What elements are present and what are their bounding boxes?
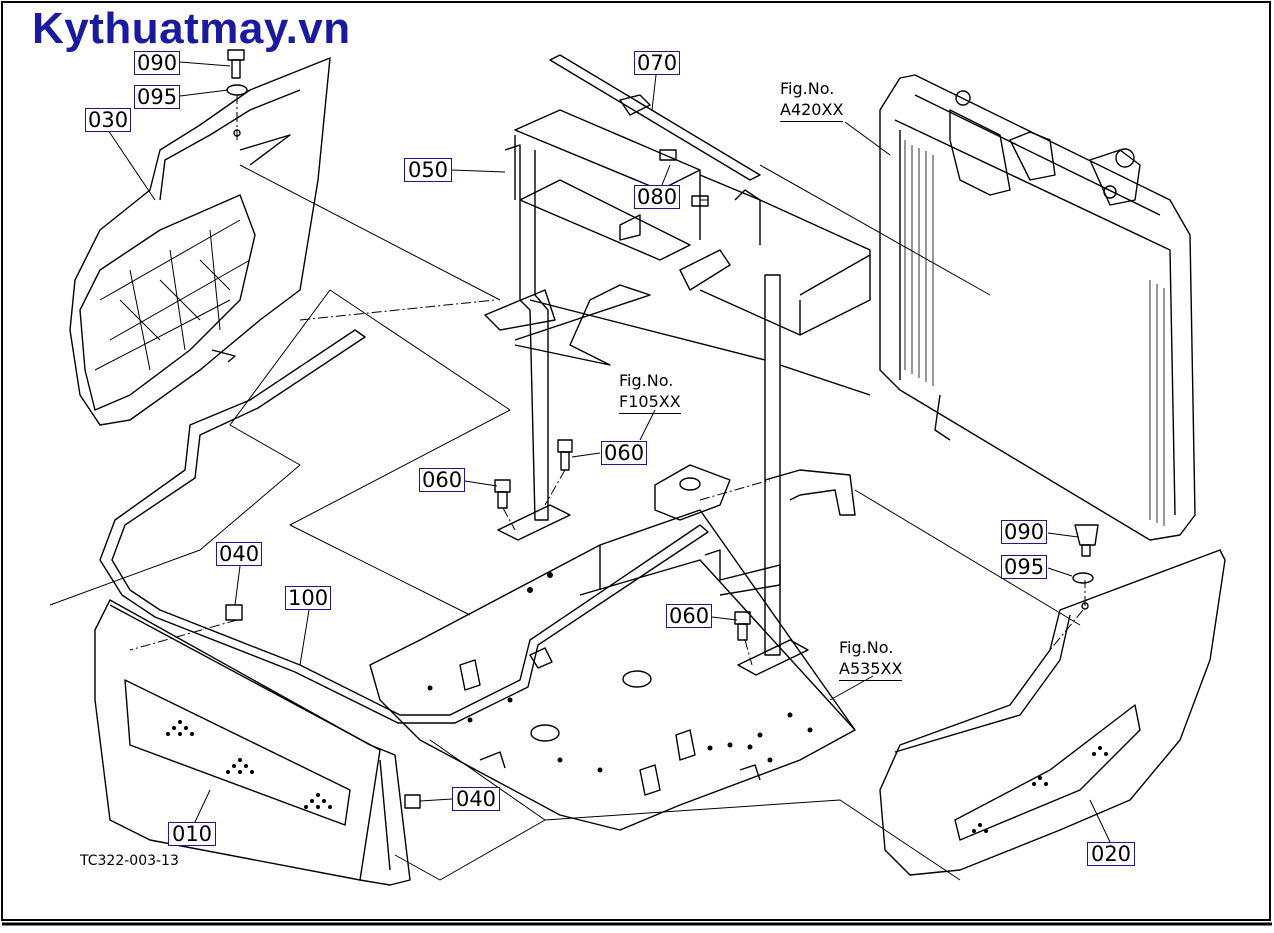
callout-040-top[interactable]: 040 [216, 542, 262, 566]
callout-095-right[interactable]: 095 [1001, 555, 1047, 579]
fig-ref-number: A420XX [780, 99, 844, 122]
callout-090-right[interactable]: 090 [1001, 520, 1047, 544]
callout-020[interactable]: 020 [1087, 842, 1135, 866]
callout-010[interactable]: 010 [168, 822, 216, 846]
fig-ref-floor[interactable]: Fig.No. A535XX [839, 637, 903, 681]
drawing-code: TC322-003-13 [80, 853, 179, 869]
radiator [879, 74, 1196, 541]
fig-ref-number: F105XX [619, 391, 681, 414]
callout-070[interactable]: 070 [634, 51, 680, 75]
callout-090-left[interactable]: 090 [134, 51, 180, 75]
callout-095-left[interactable]: 095 [134, 85, 180, 109]
front-grille-perforation [166, 720, 332, 809]
callout-100[interactable]: 100 [285, 586, 331, 610]
watermark: Kythuatmay.vn [32, 4, 351, 53]
fig-ref-label: Fig.No. [839, 638, 894, 657]
callout-080[interactable]: 080 [634, 185, 680, 209]
callout-050[interactable]: 050 [404, 158, 452, 182]
projection-lines [49, 164, 1081, 881]
reference-lines [129, 95, 1086, 666]
seal-strip [99, 329, 709, 724]
front-grille [94, 599, 411, 886]
callout-060-c[interactable]: 060 [666, 604, 712, 628]
callout-040-bottom[interactable]: 040 [452, 787, 500, 811]
callout-060-b[interactable]: 060 [601, 441, 647, 465]
leader-lines [107, 61, 1111, 843]
right-grille [879, 549, 1226, 876]
right-grille-perforation [972, 746, 1108, 833]
support-frame [484, 54, 871, 676]
fig-ref-radiator[interactable]: Fig.No. A420XX [780, 78, 844, 122]
fig-ref-label: Fig.No. [780, 79, 835, 98]
callout-060-a[interactable]: 060 [419, 468, 465, 492]
hardware [225, 49, 1099, 809]
left-grille-cover [69, 57, 331, 426]
fig-ref-number: A535XX [839, 658, 903, 681]
fig-ref-label: Fig.No. [619, 371, 674, 390]
floor-plate [369, 464, 856, 831]
fig-ref-frame[interactable]: Fig.No. F105XX [619, 370, 681, 414]
callout-030[interactable]: 030 [85, 108, 131, 132]
